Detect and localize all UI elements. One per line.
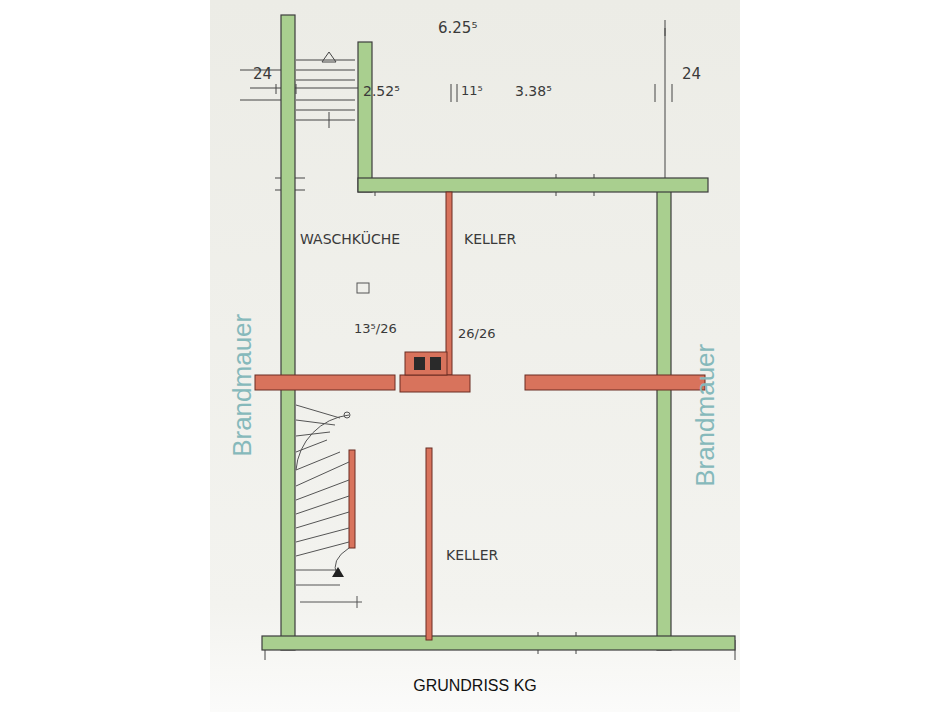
plan-label: 26/26 <box>458 327 495 341</box>
wall-label: Brandmauer <box>692 343 721 486</box>
dimension-lines <box>240 15 735 660</box>
outer-walls <box>262 15 735 650</box>
plan-label: 11⁵ <box>461 84 483 98</box>
plan-caption: GRUNDRISS KG <box>413 677 537 695</box>
plan-label: 2.52⁵ <box>363 84 400 99</box>
chimney-flues <box>414 357 441 370</box>
plan-label: 13⁵/26 <box>354 322 397 336</box>
plan-label: WASCHKÜCHE <box>300 232 400 247</box>
paper <box>210 0 740 712</box>
plan-label: KELLER <box>446 548 498 563</box>
plan-label: 3.38⁵ <box>515 84 552 99</box>
staircase <box>296 405 362 608</box>
plan-label: 6.25⁵ <box>438 20 477 37</box>
plan-label: 24 <box>682 66 701 83</box>
floor-drain <box>357 283 369 293</box>
interior-walls <box>255 192 705 640</box>
wall-label: Brandmauer <box>229 313 258 456</box>
plan-label: 24 <box>253 66 272 83</box>
stair-arrow <box>332 567 344 577</box>
plan-label: KELLER <box>464 232 516 247</box>
